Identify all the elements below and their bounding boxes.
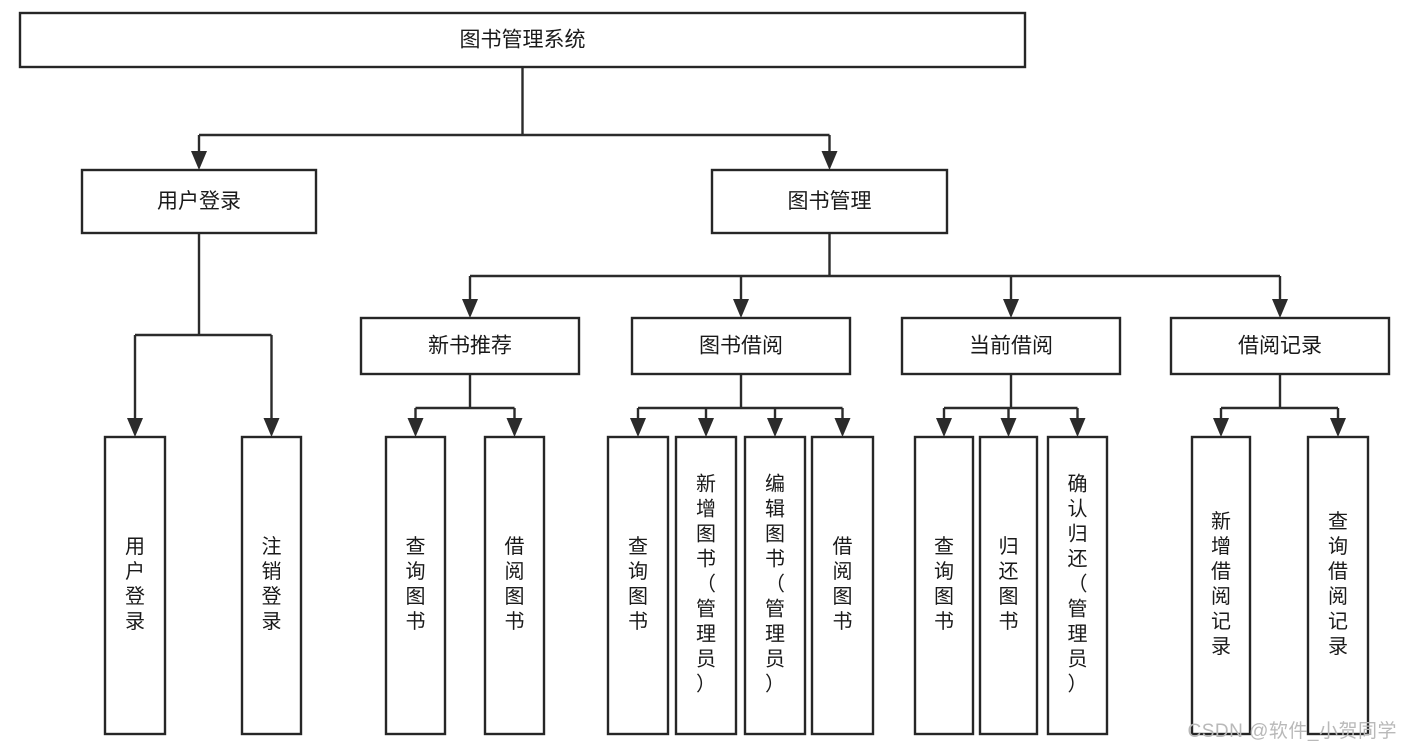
- node-label-查询借阅记录: 查询借阅记录: [1328, 510, 1348, 658]
- node-用户登录[interactable]: 用户登录: [80, 168, 318, 235]
- arrow-to-编辑图书管理员-head: [767, 418, 783, 437]
- node-借阅图书[interactable]: 借阅图书: [483, 435, 546, 736]
- node-新增图书管理员[interactable]: 新增图书（管理员）: [674, 435, 738, 736]
- node-label-借阅图书: 借阅图书: [833, 535, 853, 633]
- node-label-归还图书: 归还图书: [999, 535, 1019, 633]
- node-label-编辑图书管理员: 编辑图书（管理员）: [765, 473, 785, 696]
- node-借阅记录[interactable]: 借阅记录: [1169, 316, 1391, 376]
- node-box-查询图书: [913, 435, 975, 736]
- arrow-to-新书推荐-head: [462, 299, 478, 318]
- node-label-注销登录: 注销登录: [262, 535, 282, 633]
- node-确认归还管理员[interactable]: 确认归还（管理员）: [1046, 435, 1109, 736]
- node-label-借阅图书: 借阅图书: [505, 535, 525, 633]
- node-box-新书推荐: [359, 316, 581, 376]
- node-layer: 图书管理系统用户登录用户登录注销登录图书管理新书推荐查询图书借阅图书图书借阅查询…: [18, 11, 1391, 736]
- arrow-to-注销登录-head: [263, 418, 280, 437]
- node-归还图书[interactable]: 归还图书: [978, 435, 1039, 736]
- node-当前借阅[interactable]: 当前借阅: [900, 316, 1122, 376]
- node-编辑图书管理员[interactable]: 编辑图书（管理员）: [743, 435, 807, 736]
- node-借阅图书[interactable]: 借阅图书: [810, 435, 875, 736]
- node-label-图书借阅: 图书借阅: [699, 335, 783, 358]
- node-box-注销登录: [240, 435, 303, 736]
- arrow-to-新增图书管理员-head: [698, 418, 714, 437]
- node-注销登录[interactable]: 注销登录: [240, 435, 303, 736]
- node-box-图书管理系统: [18, 11, 1027, 69]
- node-box-用户登录: [103, 435, 167, 736]
- node-box-借阅图书: [810, 435, 875, 736]
- arrow-to-借阅图书-head: [506, 418, 523, 437]
- node-label-确认归还管理员: 确认归还（管理员）: [1068, 473, 1088, 696]
- node-查询图书[interactable]: 查询图书: [384, 435, 447, 736]
- node-box-归还图书: [978, 435, 1039, 736]
- node-查询图书[interactable]: 查询图书: [606, 435, 670, 736]
- arrow-to-查询图书-head: [630, 418, 646, 437]
- arrow-to-确认归还管理员-head: [1069, 418, 1086, 437]
- arrow-to-用户登录-head: [127, 418, 143, 437]
- node-label-查询图书: 查询图书: [628, 535, 648, 633]
- node-box-当前借阅: [900, 316, 1122, 376]
- node-box-借阅记录: [1169, 316, 1391, 376]
- arrow-to-归还图书-head: [1000, 418, 1017, 437]
- node-图书借阅[interactable]: 图书借阅: [630, 316, 852, 376]
- node-box-查询借阅记录: [1306, 435, 1370, 736]
- arrow-to-查询图书-head: [407, 418, 424, 437]
- node-box-确认归还管理员: [1046, 435, 1109, 736]
- connector-layer: [127, 67, 1346, 437]
- node-新增借阅记录[interactable]: 新增借阅记录: [1190, 435, 1252, 736]
- node-label-图书管理: 图书管理: [788, 190, 872, 213]
- arrow-to-当前借阅-head: [1003, 299, 1019, 318]
- node-用户登录[interactable]: 用户登录: [103, 435, 167, 736]
- node-box-查询图书: [384, 435, 447, 736]
- node-label-图书管理系统: 图书管理系统: [460, 29, 586, 52]
- node-label-用户登录: 用户登录: [157, 190, 241, 213]
- node-label-当前借阅: 当前借阅: [969, 335, 1053, 358]
- node-box-编辑图书管理员: [743, 435, 807, 736]
- node-box-新增借阅记录: [1190, 435, 1252, 736]
- arrow-to-用户登录-head: [191, 151, 207, 170]
- node-新书推荐[interactable]: 新书推荐: [359, 316, 581, 376]
- node-box-新增图书管理员: [674, 435, 738, 736]
- node-label-查询图书: 查询图书: [406, 535, 426, 633]
- node-box-图书管理: [710, 168, 949, 235]
- arrow-to-图书借阅-head: [733, 299, 749, 318]
- arrow-to-查询借阅记录-head: [1330, 418, 1346, 437]
- node-box-查询图书: [606, 435, 670, 736]
- arrow-to-图书管理-head: [821, 151, 838, 170]
- node-label-查询图书: 查询图书: [934, 535, 954, 633]
- arrow-to-借阅图书-head: [834, 418, 851, 437]
- node-box-用户登录: [80, 168, 318, 235]
- node-图书管理系统[interactable]: 图书管理系统: [18, 11, 1027, 69]
- node-label-借阅记录: 借阅记录: [1238, 335, 1322, 358]
- node-label-用户登录: 用户登录: [125, 536, 145, 633]
- arrow-to-新增借阅记录-head: [1213, 418, 1229, 437]
- csdn-watermark: CSDN @软件_小贺同学: [1187, 721, 1397, 742]
- node-查询图书[interactable]: 查询图书: [913, 435, 975, 736]
- arrow-to-查询图书-head: [936, 418, 952, 437]
- node-box-借阅图书: [483, 435, 546, 736]
- node-label-新增借阅记录: 新增借阅记录: [1211, 510, 1231, 658]
- arrow-to-借阅记录-head: [1272, 299, 1288, 318]
- node-label-新增图书管理员: 新增图书（管理员）: [696, 473, 716, 696]
- node-图书管理[interactable]: 图书管理: [710, 168, 949, 235]
- node-查询借阅记录[interactable]: 查询借阅记录: [1306, 435, 1370, 736]
- node-box-图书借阅: [630, 316, 852, 376]
- node-label-新书推荐: 新书推荐: [428, 335, 512, 358]
